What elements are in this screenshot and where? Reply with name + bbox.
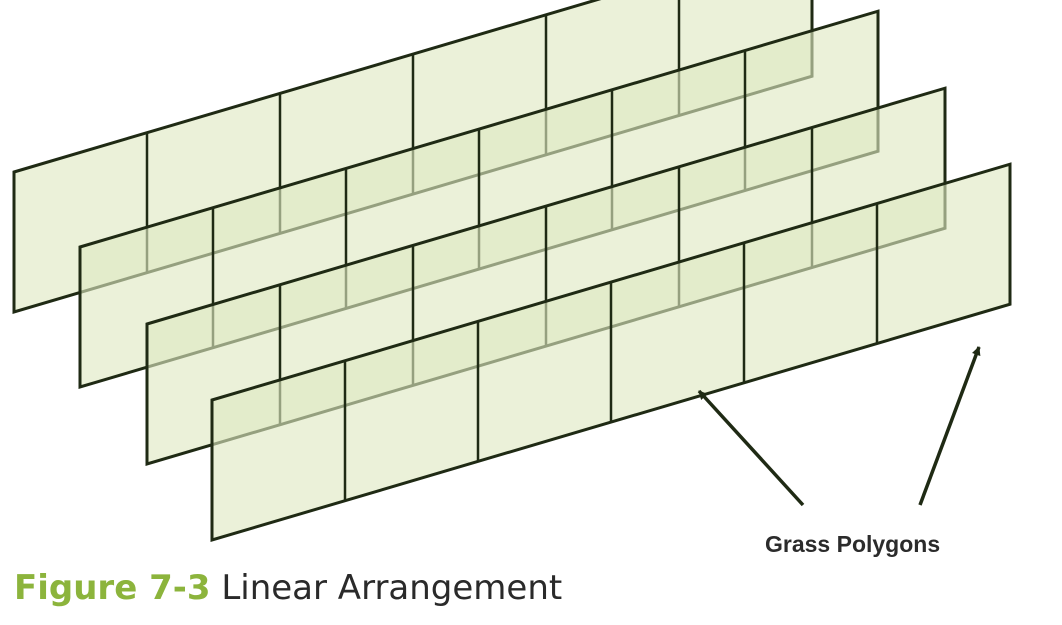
grass-polygons-label: Grass Polygons bbox=[765, 531, 940, 557]
grass-panel bbox=[210, 162, 1012, 543]
arrows-layer bbox=[697, 346, 981, 507]
annotation-arrow-2 bbox=[918, 346, 981, 506]
figure-caption: Figure 7-3 Linear Arrangement bbox=[14, 568, 562, 608]
annotation-arrow-1 bbox=[697, 389, 805, 507]
panels-layer bbox=[12, 0, 1012, 543]
figure-title: Linear Arrangement bbox=[221, 568, 563, 608]
figure-number: Figure 7-3 bbox=[14, 568, 211, 608]
